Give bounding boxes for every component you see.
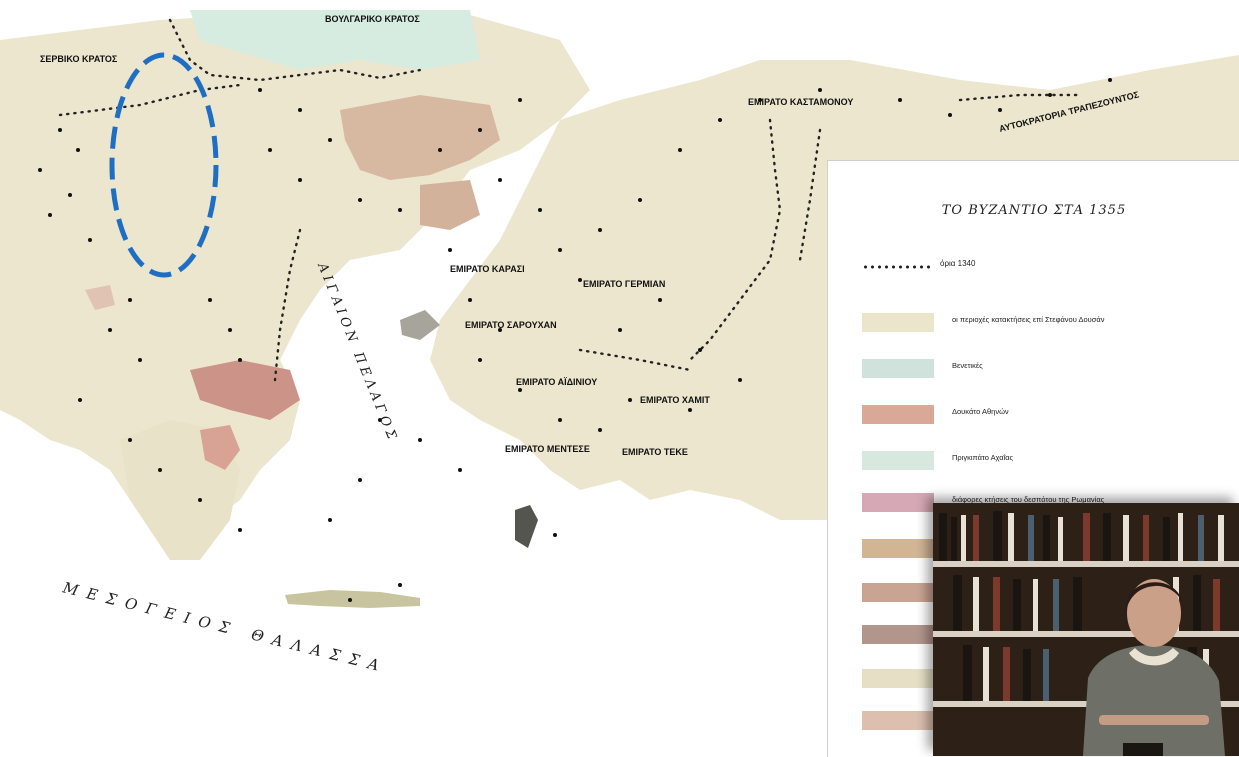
settlement-dots: [38, 78, 1112, 602]
presenter-video-inset: [933, 503, 1239, 756]
legend-item-label: Βενετικές: [952, 361, 983, 370]
bulgarian-territory: [190, 10, 480, 70]
legend-item: Δουκάτο Αθηνών: [862, 405, 1222, 427]
legend-swatch: [862, 313, 934, 332]
achaia-territory: [200, 425, 240, 470]
legend-item-label: Δουκάτο Αθηνών: [952, 407, 1009, 416]
label-emirate-hamid: ΕΜΙΡΑΤΟ ΧΑΜΙΤ: [640, 395, 710, 405]
brown-territory-chalkidiki: [420, 180, 480, 230]
legend-item-label: Πριγκιπάτο Αχαΐας: [952, 453, 1014, 462]
brown-territory-thrace: [340, 95, 500, 180]
label-bulgarian-state: ΒΟΥΛΓΑΡΙΚΟ ΚΡΑΤΟΣ: [325, 14, 420, 24]
legend-title: ΤΟ ΒΥΖΑΝΤΙΟ ΣΤΑ 1355: [941, 203, 1127, 218]
label-emirate-saruhan: ΕΜΙΡΑΤΟ ΣΑΡΟΥΧΑΝ: [465, 320, 557, 330]
legend-item: Πριγκιπάτο Αχαΐας: [862, 451, 1222, 473]
legend-item: διάφορες κτήσεις του δεσπότου της Ρωμανί…: [862, 493, 1222, 515]
legend-swatch: [862, 669, 934, 688]
label-emirate-aydin: ΕΜΙΡΑΤΟ ΑΪΔΙΝΙΟΥ: [516, 377, 597, 387]
legend-swatch: [862, 451, 934, 470]
legend-boundary-dots: [862, 265, 932, 269]
legend-item-label: διάφορες κτήσεις του δεσπότου της Ρωμανί…: [952, 495, 1105, 504]
legend-item: οι περιοχές κατακτήσεις επί Στεφάνου Δου…: [862, 313, 1222, 335]
presenter-figure: [1083, 579, 1225, 756]
legend-swatch: [862, 583, 934, 602]
legend-item: [862, 583, 1222, 605]
highlight-ellipse: [109, 52, 219, 278]
legend-swatch: [862, 539, 934, 558]
presenter-frame: [933, 503, 1239, 756]
legend-item: [862, 711, 1222, 733]
anatolia-landmass: [430, 55, 1239, 520]
rhodes-island: [515, 505, 538, 548]
label-emirate-kastamonu: ΕΜΙΡΑΤΟ ΚΑΣΤΑΜΟΝΟΥ: [748, 97, 853, 107]
western-pink-territory: [85, 285, 115, 310]
label-emirate-teke: ΕΜΙΡΑΤΟ ΤΕΚΕ: [622, 447, 688, 457]
legend-swatch: [862, 359, 934, 378]
boundary-1340: [58, 18, 1082, 382]
label-emirate-germiyan: ΕΜΙΡΑΤΟ ΓΕΡΜΙΑΝ: [583, 279, 665, 289]
legend-item: [862, 539, 1222, 561]
legend-swatch: [862, 625, 934, 644]
chios-island: [400, 310, 440, 340]
label-emirate-mentese: ΕΜΙΡΑΤΟ ΜΕΝΤΕΣΕ: [505, 444, 590, 454]
legend-swatch: [862, 405, 934, 424]
athens-duchy: [190, 360, 300, 420]
label-serbian-state: ΣΕΡΒΙΚΟ ΚΡΑΤΟΣ: [40, 54, 118, 64]
legend-item: Βενετικές: [862, 359, 1222, 381]
legend-item: [862, 669, 1222, 691]
label-emirate-karasi: ΕΜΙΡΑΤΟ ΚΑΡΑΣΙ: [450, 264, 525, 274]
legend-item-label: οι περιοχές κατακτήσεις επί Στεφάνου Δου…: [952, 315, 1105, 324]
legend-swatch: [862, 493, 934, 512]
legend-item: [862, 625, 1222, 647]
crete-island: [285, 590, 420, 608]
legend-swatch: [862, 711, 934, 730]
legend-boundary-label: όρια 1340: [940, 259, 976, 268]
